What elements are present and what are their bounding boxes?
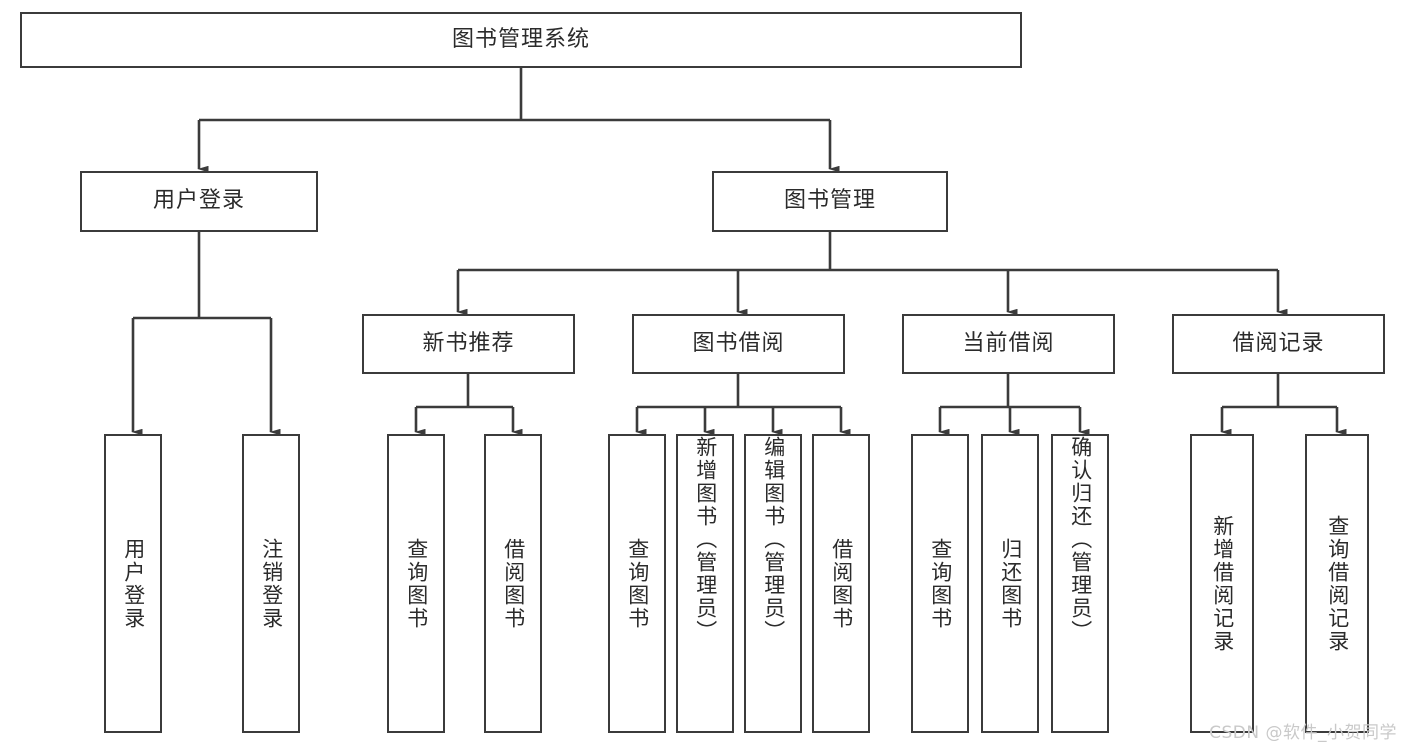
node-borrow-record[interactable]: 借阅记录 bbox=[1172, 314, 1385, 374]
node-leaf-add-book-label: 新增图书（管理员） bbox=[693, 436, 718, 643]
node-leaf-query-book-1-label: 查询图书 bbox=[404, 537, 429, 630]
node-leaf-query-book-1[interactable]: 查询图书 bbox=[387, 434, 445, 733]
node-book-manage[interactable]: 图书管理 bbox=[712, 171, 948, 232]
node-leaf-user-login-label: 用户登录 bbox=[121, 537, 146, 630]
node-new-book-recommend-label: 新书推荐 bbox=[422, 330, 515, 356]
node-leaf-borrow-book-1[interactable]: 借阅图书 bbox=[484, 434, 542, 733]
node-leaf-logout[interactable]: 注销登录 bbox=[242, 434, 300, 733]
node-root-label: 图书管理系统 bbox=[451, 26, 590, 52]
node-leaf-logout-label: 注销登录 bbox=[259, 537, 284, 630]
node-root[interactable]: 图书管理系统 bbox=[20, 12, 1022, 68]
node-leaf-query-book-3[interactable]: 查询图书 bbox=[911, 434, 969, 733]
node-leaf-return-book[interactable]: 归还图书 bbox=[981, 434, 1039, 733]
node-new-book-recommend[interactable]: 新书推荐 bbox=[362, 314, 575, 374]
node-leaf-query-book-3-label: 查询图书 bbox=[928, 537, 953, 630]
node-leaf-borrow-book-2-label: 借阅图书 bbox=[829, 537, 854, 630]
node-leaf-borrow-book-1-label: 借阅图书 bbox=[501, 537, 526, 630]
node-current-borrow[interactable]: 当前借阅 bbox=[902, 314, 1115, 374]
node-leaf-query-record-label: 查询借阅记录 bbox=[1325, 514, 1350, 653]
watermark-text: CSDN @软件_小贺同学 bbox=[1209, 723, 1397, 743]
node-leaf-query-record[interactable]: 查询借阅记录 bbox=[1305, 434, 1369, 733]
node-user-login-label: 用户登录 bbox=[152, 188, 245, 214]
node-leaf-add-record-label: 新增借阅记录 bbox=[1210, 514, 1235, 653]
node-leaf-edit-book[interactable]: 编辑图书（管理员） bbox=[744, 434, 802, 733]
node-leaf-add-record[interactable]: 新增借阅记录 bbox=[1190, 434, 1254, 733]
node-book-borrow-label: 图书借阅 bbox=[692, 330, 785, 356]
node-leaf-query-book-2-label: 查询图书 bbox=[625, 537, 650, 630]
node-book-borrow[interactable]: 图书借阅 bbox=[632, 314, 845, 374]
node-leaf-query-book-2[interactable]: 查询图书 bbox=[608, 434, 666, 733]
node-user-login[interactable]: 用户登录 bbox=[80, 171, 318, 232]
node-current-borrow-label: 当前借阅 bbox=[962, 330, 1055, 356]
node-leaf-confirm-return[interactable]: 确认归还（管理员） bbox=[1051, 434, 1109, 733]
node-leaf-confirm-return-label: 确认归还（管理员） bbox=[1068, 436, 1093, 643]
node-leaf-add-book[interactable]: 新增图书（管理员） bbox=[676, 434, 734, 733]
node-leaf-borrow-book-2[interactable]: 借阅图书 bbox=[812, 434, 870, 733]
node-leaf-user-login[interactable]: 用户登录 bbox=[104, 434, 162, 733]
node-borrow-record-label: 借阅记录 bbox=[1232, 330, 1325, 356]
node-book-manage-label: 图书管理 bbox=[783, 188, 876, 214]
node-leaf-edit-book-label: 编辑图书（管理员） bbox=[761, 436, 786, 643]
node-leaf-return-book-label: 归还图书 bbox=[998, 537, 1023, 630]
